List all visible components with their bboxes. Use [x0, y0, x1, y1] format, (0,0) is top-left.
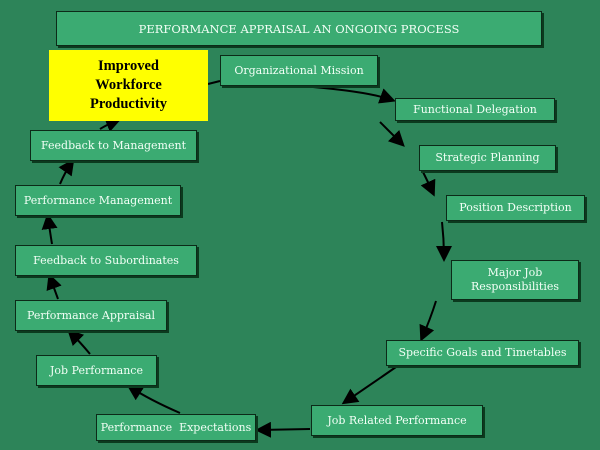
step-label: Functional Delegation — [413, 102, 537, 116]
step-label: Major Job — [487, 266, 543, 279]
step-label: Position Description — [459, 201, 572, 214]
step-label: Performance Expectations — [100, 420, 252, 434]
arrow-outcome-to-mission — [207, 80, 221, 85]
step-specific-goals: Specific Goals and Timetables — [386, 340, 579, 366]
outcome-line-2: Workforce — [95, 77, 162, 93]
step-label: Strategic Planning — [435, 151, 540, 164]
arrow-delegation-to-planning — [379, 121, 405, 147]
arrow-goals-to-jobrelated — [341, 366, 397, 405]
step-label: Job Performance — [50, 363, 143, 377]
step-performance-management: Performance Management — [15, 185, 181, 216]
arrow-feedback-to-outcome — [99, 117, 122, 132]
step-functional-delegation: Functional Delegation — [395, 98, 555, 121]
arrow-mission-to-delegation — [312, 86, 396, 104]
arrow-planning-to-position — [420, 171, 436, 197]
diagram-title: PERFORMANCE APPRAISAL AN ONGOING PROCESS — [56, 11, 542, 46]
step-strategic-planning: Strategic Planning — [419, 145, 556, 171]
arrow-majorjob-to-goals — [419, 300, 437, 342]
arrow-jobperformance-to-appraisal — [67, 329, 91, 355]
step-performance-appraisal: Performance Appraisal — [15, 300, 167, 331]
step-position-description: Position Description — [446, 195, 585, 221]
arrow-management-to-feedback — [58, 158, 75, 185]
step-label: Feedback to Subordinates — [33, 253, 179, 267]
step-label: Feedback to Management — [40, 138, 186, 152]
step-label: Performance Management — [23, 193, 173, 207]
arrow-position-to-majorjob — [435, 221, 452, 262]
step-performance-expectations: Performance Expectations — [96, 414, 256, 441]
arrow-appraisal-to-subordinates — [46, 273, 62, 300]
step-feedback-to-management: Feedback to Management — [30, 130, 197, 161]
arrow-subordinates-to-management — [41, 213, 58, 245]
step-feedback-to-subordinates: Feedback to Subordinates — [15, 245, 197, 276]
arrow-jobrelated-to-expectations — [255, 421, 311, 438]
step-label: Performance Appraisal — [27, 308, 155, 322]
step-label-2: Responsibilities — [470, 280, 560, 293]
step-job-related-performance: Job Related Performance — [311, 405, 483, 436]
outcome-line-3: Productivity — [89, 96, 168, 112]
arrow-expectations-to-jobperformance — [126, 384, 181, 414]
outcome-line-1: Improved — [98, 58, 159, 74]
step-label: Specific Goals and Timetables — [398, 346, 567, 359]
step-job-performance: Job Performance — [36, 355, 157, 386]
step-label: Organizational Mission — [234, 63, 364, 77]
title-text: PERFORMANCE APPRAISAL AN ONGOING PROCESS — [138, 21, 460, 36]
step-label: Job Related Performance — [327, 413, 467, 427]
step-organizational-mission: Organizational Mission — [220, 55, 378, 86]
